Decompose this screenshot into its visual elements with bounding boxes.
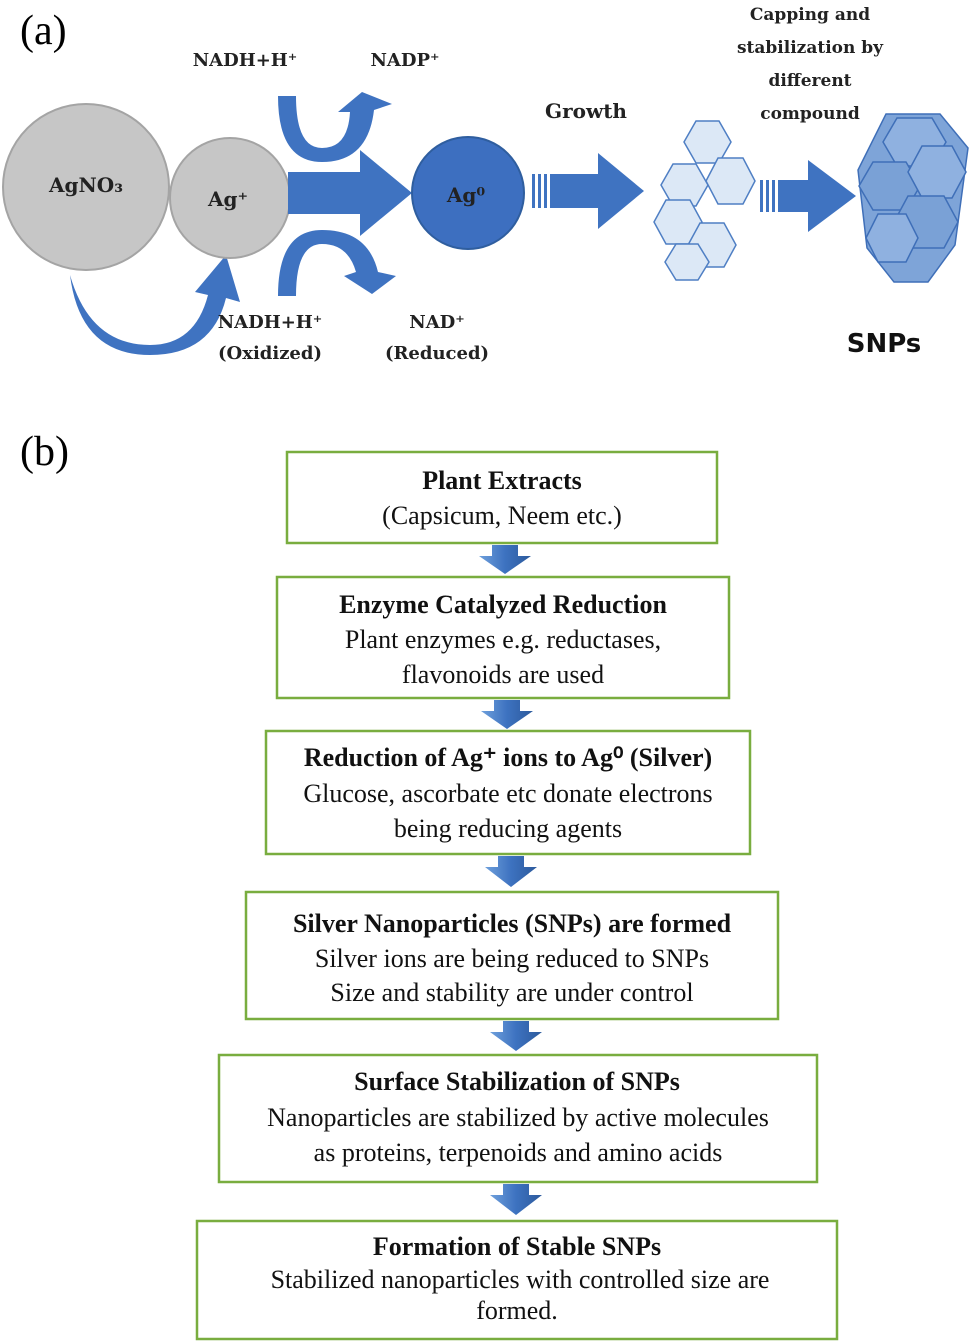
step-title: Surface Stabilization of SNPs <box>354 1067 680 1096</box>
flow-down-arrow <box>479 545 531 574</box>
nad-bottom-state: (Reduced) <box>385 343 489 364</box>
nucleated-particle-cluster <box>653 120 756 281</box>
step-body-line: Plant enzymes e.g. reductases, <box>345 625 661 654</box>
reduction-main-arrow <box>288 150 412 236</box>
step-title: Formation of Stable SNPs <box>373 1232 661 1261</box>
step-body-line: formed. <box>476 1296 558 1325</box>
nad-bottom-label: NAD⁺ <box>409 312 465 333</box>
step-body-line: as proteins, terpenoids and amino acids <box>314 1138 723 1167</box>
agno3-label: AgNO₃ <box>48 173 123 197</box>
upper-cofactor-arrow <box>278 92 392 162</box>
step-body-line: (Capsicum, Neem etc.) <box>382 501 622 530</box>
snps-label: SNPs <box>847 329 922 359</box>
step-title: Plant Extracts <box>422 466 582 495</box>
step-title: Silver Nanoparticles (SNPs) are formed <box>293 909 732 938</box>
growth-label: Growth <box>545 99 627 123</box>
flow-step-snps-formed: Silver Nanoparticles (SNPs) are formed S… <box>244 890 780 1021</box>
flow-step-surface-stabilization: Surface Stabilization of SNPs Nanopartic… <box>217 1053 819 1184</box>
capping-arrow <box>760 160 856 232</box>
lower-cofactor-arrow <box>278 230 396 296</box>
step-body-line: being reducing agents <box>394 814 622 843</box>
step-title: Reduction of Ag⁺ ions to Ag⁰ (Silver) <box>304 743 712 772</box>
capping-label-line-1: Capping and <box>750 5 870 25</box>
step-body-line: Silver ions are being reduced to SNPs <box>315 944 709 973</box>
step-body-line: Glucose, ascorbate etc donate electrons <box>303 779 712 808</box>
capping-label-line-4: compound <box>760 104 860 124</box>
step-body-line: Stabilized nanoparticles with controlled… <box>271 1265 770 1294</box>
panel-b-label: (b) <box>20 429 69 475</box>
nadh-bottom-state: (Oxidized) <box>218 343 322 364</box>
flow-step-silver-ion-reduction: Reduction of Ag⁺ ions to Ag⁰ (Silver) Gl… <box>264 729 752 856</box>
flow-down-arrow <box>481 700 533 729</box>
capping-label-line-3: different <box>768 71 851 91</box>
step-title: Enzyme Catalyzed Reduction <box>339 590 667 619</box>
flow-down-arrow <box>490 1184 542 1215</box>
nadh-top-label: NADH+H⁺ <box>193 50 298 71</box>
agno3-to-ag-curved-arrow <box>70 255 240 355</box>
growth-arrow <box>532 153 644 229</box>
flow-step-stable-snps: Formation of Stable SNPs Stabilized nano… <box>195 1219 839 1341</box>
flow-step-enzyme-catalyzed-reduction: Enzyme Catalyzed Reduction Plant enzymes… <box>275 575 731 700</box>
step-body-line: Nanoparticles are stabilized by active m… <box>267 1103 769 1132</box>
flow-step-plant-extracts: Plant Extracts (Capsicum, Neem etc.) <box>285 450 719 545</box>
flow-down-arrow <box>490 1021 542 1051</box>
step-body-line: Size and stability are under control <box>330 978 693 1007</box>
agno3-circle <box>2 103 170 271</box>
panel-a-label: (a) <box>20 8 67 54</box>
snp-particle-cluster <box>857 113 969 283</box>
ag-zero-label: Ag⁰ <box>446 183 486 207</box>
ag-zero-circle <box>411 136 525 250</box>
step-body-line: flavonoids are used <box>402 660 604 689</box>
capping-label-line-2: stabilization by <box>737 38 884 58</box>
nadh-bottom-label: NADH+H⁺ <box>218 312 323 333</box>
flow-down-arrow <box>485 856 537 887</box>
nadp-top-label: NADP⁺ <box>370 50 439 71</box>
ag-plus-label: Ag⁺ <box>207 187 248 211</box>
